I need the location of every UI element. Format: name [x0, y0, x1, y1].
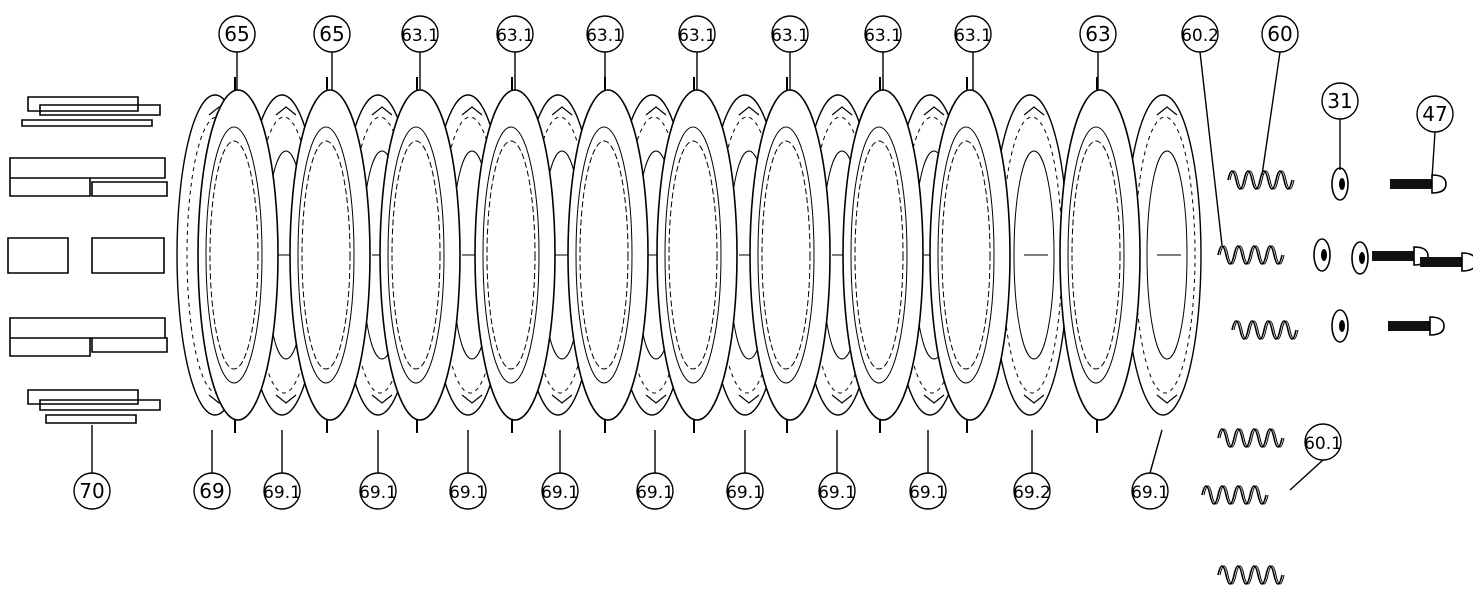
- callout-label: 69.2: [1013, 483, 1051, 503]
- callout-label: 63.1: [954, 26, 992, 46]
- callout: 63.1: [401, 15, 439, 90]
- callout-label: 69: [199, 479, 224, 503]
- callout: 69.1: [359, 430, 397, 510]
- callouts-top: 65 65 63.1 63.1 63.1 63.1 63.1 63.1 63.1 63 60.2 60…: [218, 15, 1454, 246]
- callout-label: 65: [224, 22, 249, 46]
- callout: 63.1: [771, 15, 809, 90]
- callout-label: 63: [1085, 22, 1110, 46]
- callout: 69.1: [541, 430, 579, 510]
- callout-label: 60: [1267, 22, 1292, 46]
- callout: 63.1: [678, 15, 716, 90]
- callout: 63.1: [864, 15, 902, 90]
- callout-label: 69.1: [541, 483, 579, 503]
- bolts: [1371, 174, 1473, 336]
- callout: 63.1: [496, 15, 534, 90]
- callout-label: 60.1: [1304, 434, 1342, 454]
- callout: 69.1: [818, 430, 856, 510]
- friction-plate: [1059, 76, 1141, 434]
- callout-label: 69.1: [263, 483, 301, 503]
- callout-label: 63.1: [864, 26, 902, 46]
- callouts-bottom: 70 69 69.1 69.1 69.1 69.1 69.1 69.1 69.1 69.1 69.2…: [73, 423, 1342, 510]
- callout: 60.1: [1289, 423, 1342, 491]
- callout-label: 63.1: [678, 26, 716, 46]
- callout-label: 69.1: [1131, 483, 1169, 503]
- callout-label: 69.1: [636, 483, 674, 503]
- callout: 31: [1321, 82, 1359, 170]
- springs: [1201, 170, 1299, 585]
- callout: 65: [313, 15, 351, 90]
- callout: 69.1: [263, 430, 301, 510]
- callout-label: 70: [79, 479, 104, 503]
- callout: 69.1: [909, 430, 947, 510]
- clutch-plate-stack: [176, 76, 1202, 434]
- callout-label: 69.1: [726, 483, 764, 503]
- callout: 69.1: [1131, 429, 1169, 510]
- callout: 69: [193, 430, 231, 510]
- housing-pins: [7, 96, 168, 424]
- callout-label: 63.1: [586, 26, 624, 46]
- callout-label: 63.1: [771, 26, 809, 46]
- callout: 60: [1261, 15, 1299, 176]
- callout-label: 65: [319, 22, 344, 46]
- callout-label: 60.2: [1181, 26, 1219, 46]
- callout: 69.1: [726, 430, 764, 510]
- callout: 63.1: [954, 15, 992, 90]
- callout-label: 47: [1422, 102, 1447, 126]
- callout-label: 69.1: [909, 483, 947, 503]
- callout-label: 63.1: [401, 26, 439, 46]
- callout: 70: [73, 425, 111, 510]
- callout: 63: [1079, 15, 1117, 90]
- callout: 69.1: [449, 430, 487, 510]
- washers: [1313, 167, 1369, 343]
- callout: 69.2: [1013, 430, 1051, 510]
- callout: 69.1: [636, 430, 674, 510]
- callout: 60.2: [1181, 15, 1223, 246]
- callout-label: 63.1: [496, 26, 534, 46]
- callout-label: 31: [1327, 89, 1352, 113]
- callout: 47: [1416, 95, 1454, 179]
- callout: 65: [218, 15, 256, 90]
- callout: 63.1: [586, 15, 624, 90]
- callout-label: 69.1: [818, 483, 856, 503]
- callout-label: 69.1: [449, 483, 487, 503]
- callout-label: 69.1: [359, 483, 397, 503]
